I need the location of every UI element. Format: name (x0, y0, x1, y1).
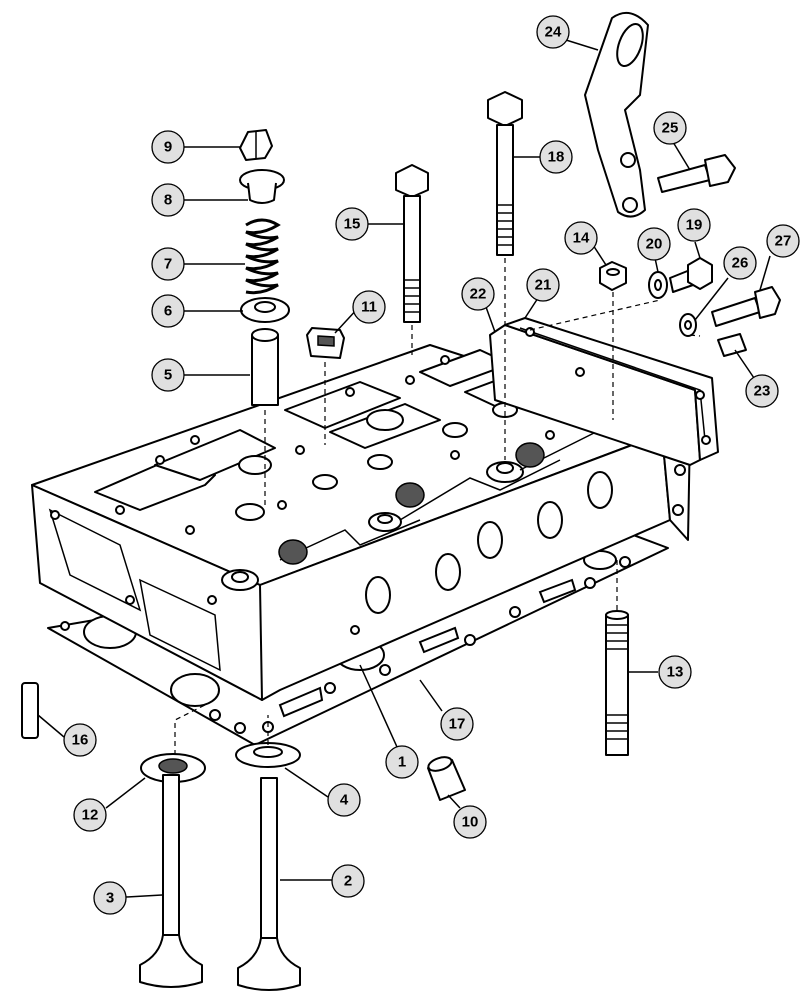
svg-text:14: 14 (573, 230, 590, 247)
valve-3 (139, 774, 203, 988)
svg-text:18: 18 (548, 149, 565, 166)
callout-26: 26 (723, 246, 757, 280)
svg-text:3: 3 (106, 890, 114, 907)
valve-seal-12 (140, 753, 206, 783)
callout-23: 23 (745, 374, 779, 408)
svg-text:13: 13 (667, 664, 684, 681)
svg-text:7: 7 (164, 256, 172, 273)
nut-14 (599, 261, 627, 291)
callout-9: 9 (151, 130, 185, 164)
callout-6: 6 (151, 294, 185, 328)
svg-text:1: 1 (398, 754, 406, 771)
svg-text:19: 19 (686, 217, 703, 234)
callout-17: 17 (440, 707, 474, 741)
stud-18 (487, 91, 523, 256)
callout-15: 15 (335, 207, 369, 241)
svg-text:12: 12 (82, 807, 99, 824)
callout-13: 13 (658, 655, 692, 689)
spring-retainer (239, 169, 285, 204)
spring-seat (240, 297, 290, 323)
callout-5: 5 (151, 358, 185, 392)
svg-text:9: 9 (164, 139, 172, 156)
callout-25: 25 (653, 111, 687, 145)
svg-text:8: 8 (164, 192, 172, 209)
callout-2: 2 (331, 864, 365, 898)
valve-spring (245, 218, 281, 295)
svg-text:17: 17 (449, 716, 466, 733)
svg-text:22: 22 (470, 286, 487, 303)
callout-3: 3 (93, 881, 127, 915)
svg-text:23: 23 (754, 383, 771, 400)
svg-text:15: 15 (344, 216, 361, 233)
cup-plug-10 (427, 756, 466, 801)
svg-text:16: 16 (72, 732, 89, 749)
callout-20: 20 (637, 227, 671, 261)
callout-10: 10 (453, 805, 487, 839)
seat-insert-4 (235, 742, 301, 768)
valve-guide (251, 328, 279, 406)
callout-8: 8 (151, 183, 185, 217)
callout-14: 14 (564, 221, 598, 255)
stud-13 (605, 610, 629, 756)
callout-12: 12 (73, 798, 107, 832)
cover-plate (504, 317, 719, 461)
cylinder-head (31, 344, 691, 701)
callouts: 1 2 3 4 5 6 7 8 9 10 11 12 13 14 15 16 1… (63, 15, 800, 915)
svg-text:25: 25 (662, 120, 679, 137)
callout-27: 27 (766, 224, 800, 258)
callout-18: 18 (539, 140, 573, 174)
svg-text:10: 10 (462, 814, 479, 831)
callout-24: 24 (536, 15, 570, 49)
lifting-bracket (584, 11, 649, 218)
callout-19: 19 (677, 208, 711, 242)
callout-22: 22 (461, 277, 495, 311)
svg-text:24: 24 (545, 24, 562, 41)
callout-21: 21 (526, 268, 560, 302)
bolt-27 (711, 286, 781, 327)
svg-text:11: 11 (361, 299, 377, 316)
callout-7: 7 (151, 247, 185, 281)
screw-19 (669, 257, 713, 293)
callout-1: 1 (385, 745, 419, 779)
svg-text:5: 5 (164, 367, 172, 384)
valve-collet (239, 129, 273, 161)
svg-text:21: 21 (535, 277, 552, 294)
svg-text:20: 20 (646, 236, 663, 253)
valve-2 (237, 777, 301, 991)
svg-text:2: 2 (344, 873, 352, 890)
washer-26 (679, 313, 697, 337)
svg-text:4: 4 (340, 792, 349, 809)
dowel-23 (717, 333, 747, 357)
callout-11: 11 (352, 290, 386, 324)
stud-15 (395, 164, 429, 323)
svg-text:27: 27 (775, 233, 792, 250)
plug-11 (306, 327, 345, 359)
bolt-25 (657, 154, 736, 193)
washer-20 (648, 271, 668, 299)
svg-text:6: 6 (164, 303, 172, 320)
callout-4: 4 (327, 783, 361, 817)
dowel-16 (21, 682, 39, 739)
svg-text:26: 26 (732, 255, 749, 272)
callout-16: 16 (63, 723, 97, 757)
